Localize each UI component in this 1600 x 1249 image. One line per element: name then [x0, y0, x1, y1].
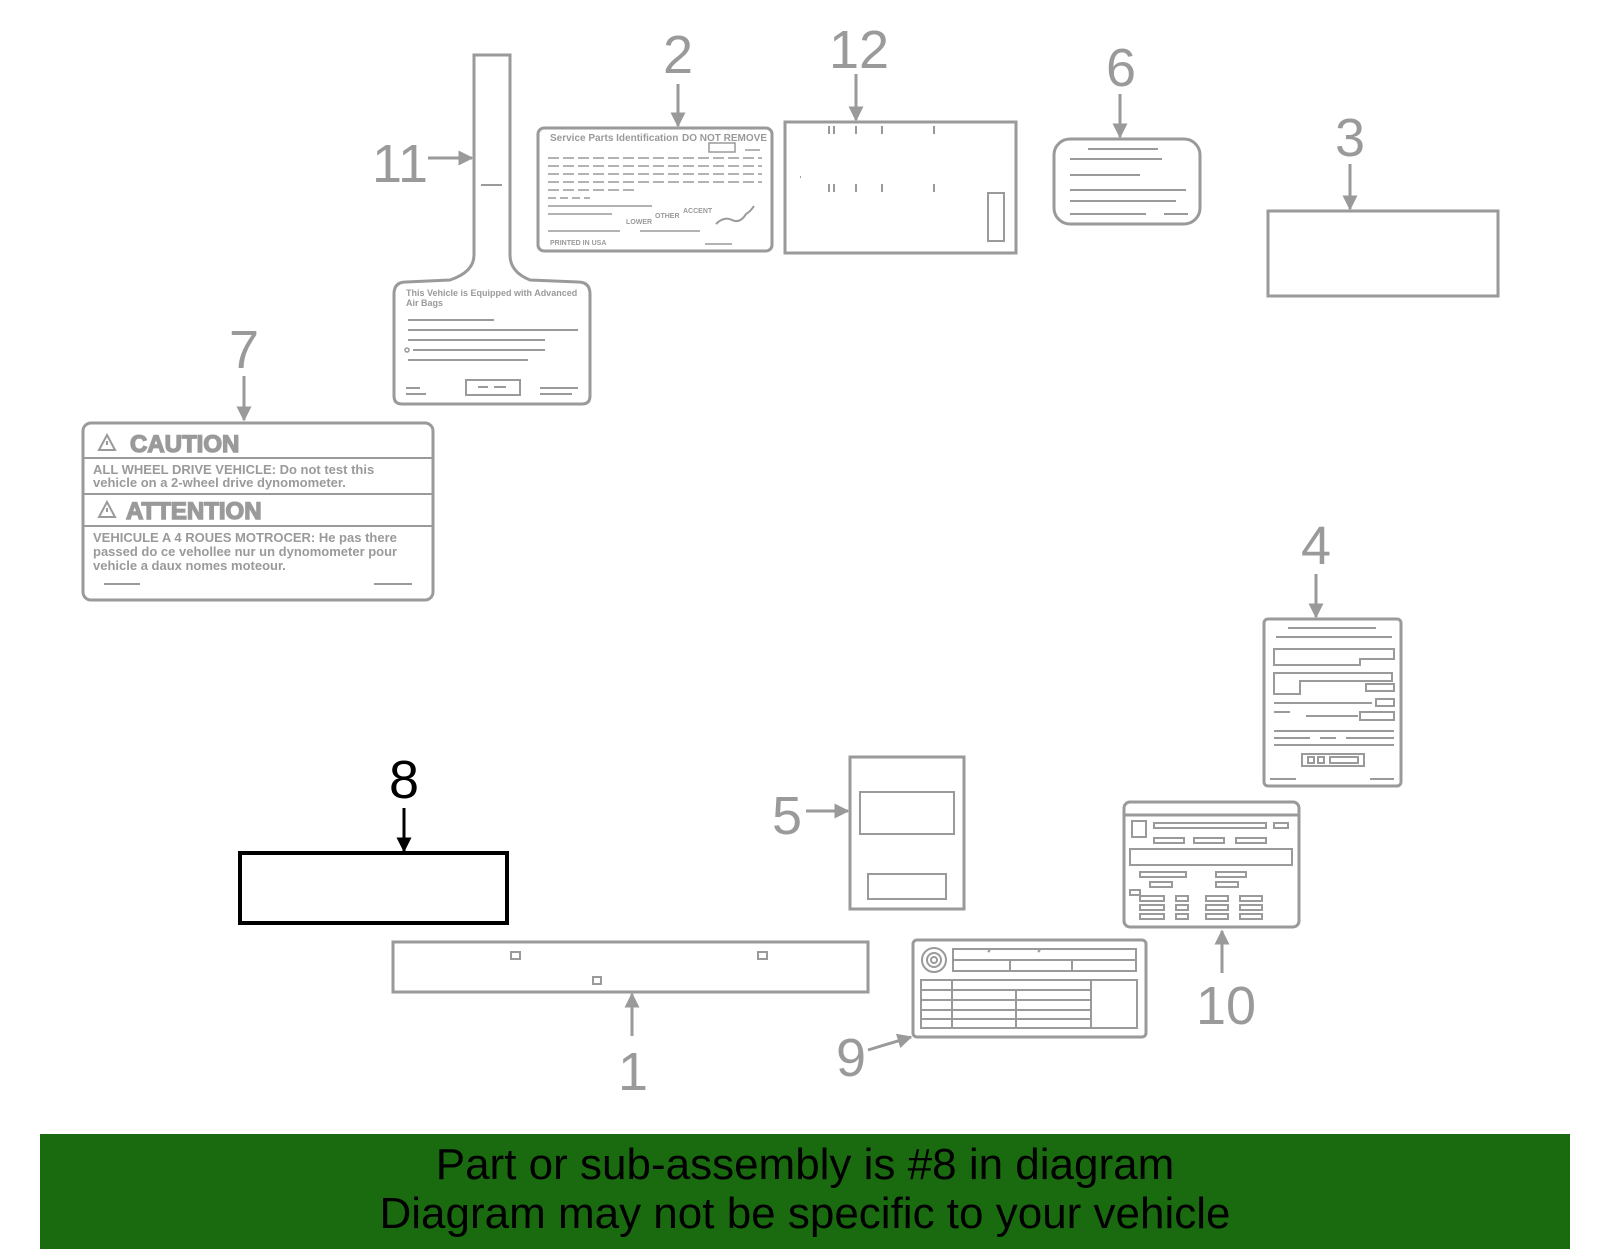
callout-4[interactable]: 4 — [1301, 516, 1331, 576]
callout-3[interactable]: 3 — [1335, 108, 1365, 168]
part-1-label[interactable] — [391, 940, 870, 994]
attention-text-1: VEHICULE A 4 ROUES MOTROCER: He pas ther… — [93, 530, 397, 545]
caution-text-1: ALL WHEEL DRIVE VEHICLE: Do not test thi… — [93, 462, 374, 477]
part-10-label[interactable] — [1122, 800, 1301, 929]
callout-12[interactable]: 12 — [829, 20, 889, 80]
callout-9[interactable]: 9 — [836, 1028, 866, 1088]
part-3-label[interactable] — [1266, 209, 1500, 298]
caution-text-2: vehicle on a 2-wheel drive dynomometer. — [93, 475, 346, 490]
spid-signature — [715, 205, 755, 225]
callout-6[interactable]: 6 — [1106, 38, 1136, 98]
caution-warning-icon — [97, 432, 117, 451]
arrow-9 — [867, 1033, 913, 1052]
attention-heading: ATTENTION — [126, 498, 262, 525]
part-9-tire-label[interactable] — [911, 938, 1148, 1039]
part-5-label[interactable] — [848, 755, 966, 911]
attention-warning-icon — [97, 499, 117, 518]
spid-lower: LOWER — [626, 219, 652, 226]
caution-heading: CAUTION — [130, 431, 239, 458]
part-6-label[interactable] — [1052, 137, 1202, 226]
airbag-title-line-1: This Vehicle is Equipped with Advanced — [406, 288, 577, 298]
part-11-airbag-label[interactable] — [392, 53, 592, 406]
attention-text-3: vehicle a daux nomes moteour. — [93, 558, 286, 573]
callout-8[interactable]: 8 — [389, 750, 419, 810]
spid-footer: PRINTED IN USA — [550, 240, 606, 247]
part-7-caution-label[interactable] — [81, 421, 435, 602]
callout-11[interactable]: 11 — [372, 134, 428, 194]
banner-line-2: Diagram may not be specific to your vehi… — [379, 1189, 1231, 1238]
info-banner: Part or sub-assembly is #8 in diagram Di… — [40, 1134, 1570, 1249]
callout-7[interactable]: 7 — [229, 320, 259, 380]
spid-warning: DO NOT REMOVE — [682, 133, 767, 144]
banner-line-1: Part or sub-assembly is #8 in diagram — [435, 1140, 1175, 1189]
airbag-title-line-2: Air Bags — [406, 298, 443, 308]
callout-1[interactable]: 1 — [618, 1042, 648, 1102]
callout-5[interactable]: 5 — [772, 786, 802, 846]
callout-2[interactable]: 2 — [663, 25, 693, 85]
spid-title: Service Parts Identification — [550, 133, 678, 144]
attention-text-2: passed do ce vehollee nur un dynomometer… — [93, 544, 397, 559]
callout-10[interactable]: 10 — [1196, 976, 1256, 1036]
part-8-label[interactable] — [238, 851, 509, 925]
spid-accent: ACCENT — [683, 208, 713, 215]
part-12-label[interactable] — [783, 120, 1018, 255]
spid-other: OTHER — [655, 213, 680, 220]
part-4-label[interactable] — [1262, 617, 1403, 788]
part-2-service-parts-label[interactable] — [536, 126, 774, 253]
